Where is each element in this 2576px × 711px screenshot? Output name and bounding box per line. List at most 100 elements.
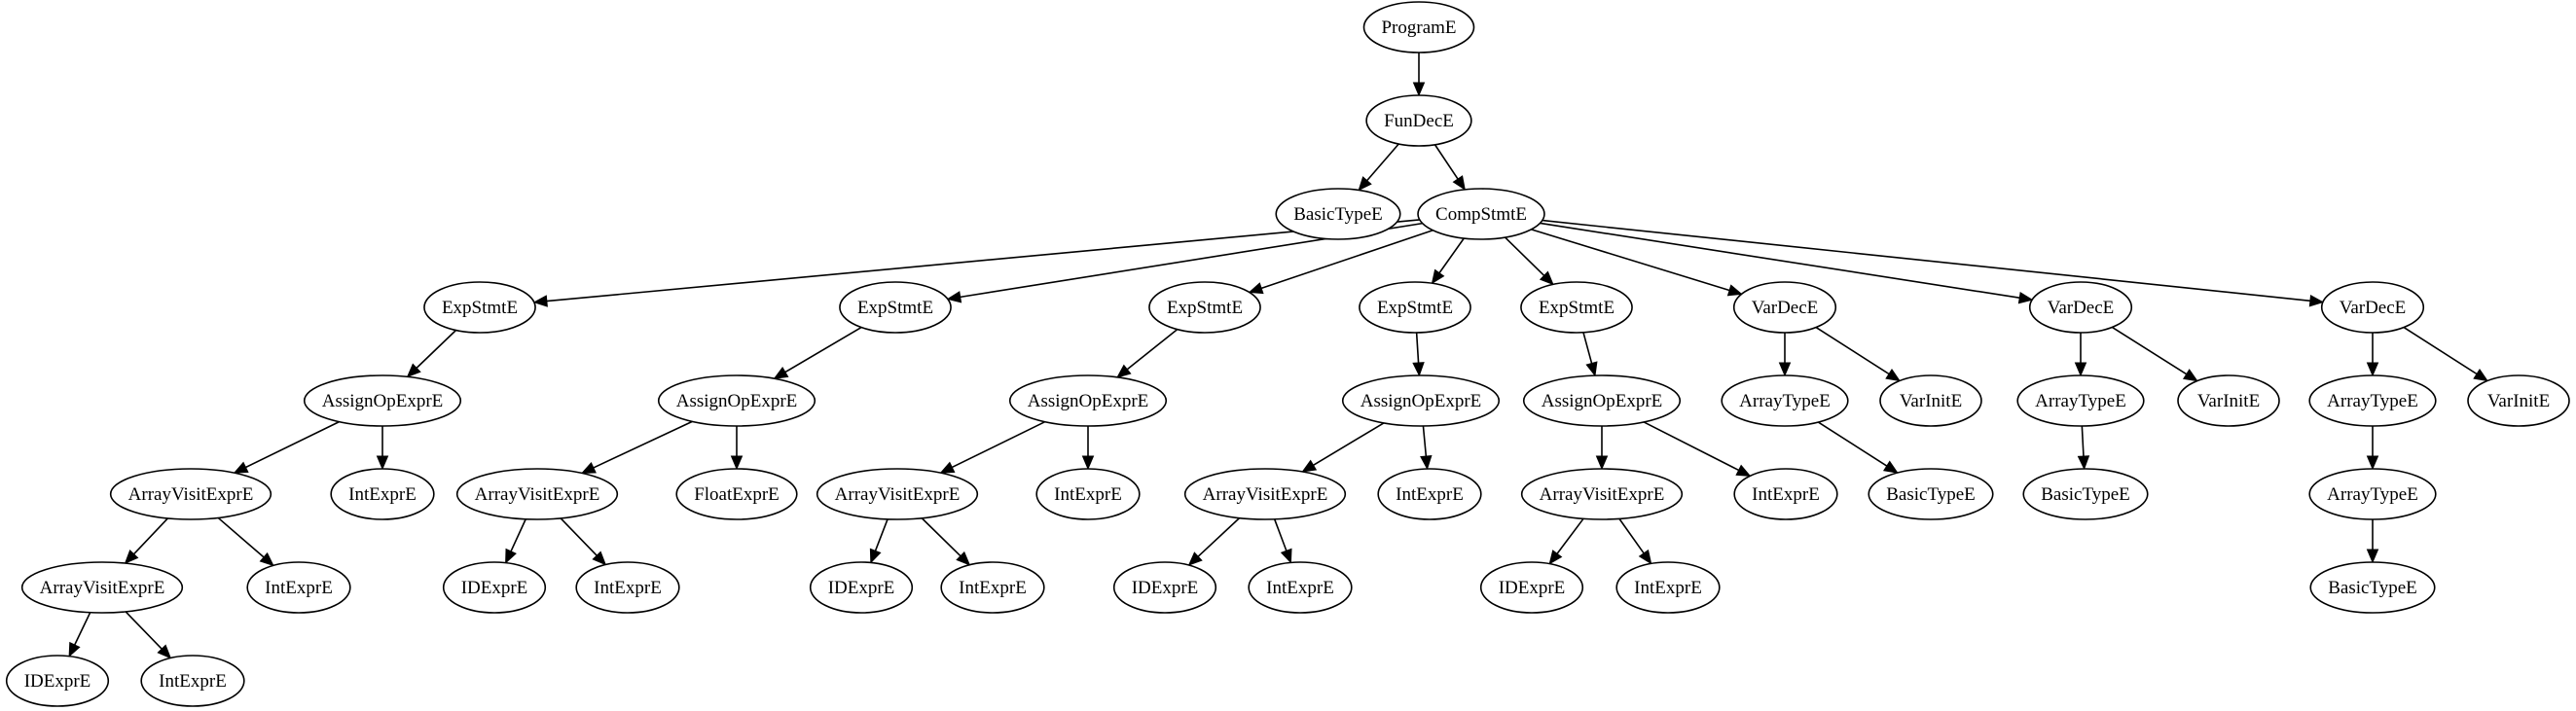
edge-av5-to-int-av5	[1618, 517, 1652, 565]
arrowhead-icon	[1595, 455, 1609, 471]
node-label: ArrayTypeE	[2035, 391, 2126, 411]
edge-line	[1415, 332, 1420, 364]
tree-node-int-av1: IntExprE	[246, 561, 351, 614]
tree-node-id-av4: IDExprE	[1112, 561, 1217, 614]
node-ellipse	[675, 468, 798, 520]
node-label: ExpStmtE	[857, 298, 933, 318]
node-ellipse	[1479, 561, 1584, 614]
arrowhead-icon	[1585, 361, 1598, 377]
tree-node-basictype-at2: BasicTypeE	[2022, 468, 2149, 520]
node-ellipse	[1417, 188, 1545, 240]
edge-arrtype3-to-arrtype3b	[2366, 426, 2379, 471]
node-label: ExpStmtE	[1167, 298, 1243, 318]
node-label: IntExprE	[1054, 484, 1122, 505]
node-label: FloatExprE	[694, 484, 780, 505]
node-ellipse	[1522, 374, 1682, 427]
node-ellipse	[1183, 468, 1347, 520]
node-ellipse	[1377, 468, 1482, 520]
edge-line	[510, 518, 526, 552]
arrowhead-icon	[869, 548, 882, 564]
tree-node-assign3: AssignOpExprE	[1008, 374, 1168, 427]
node-label: ArrayTypeE	[2327, 391, 2418, 411]
node-label: VarDecE	[2048, 298, 2115, 318]
node-ellipse	[1520, 281, 1633, 334]
arrowhead-icon	[2366, 362, 2379, 377]
node-ellipse	[2467, 374, 2570, 427]
node-label: VarInitE	[2487, 391, 2550, 411]
tree-node-arrtype3b: ArrayTypeE	[2308, 468, 2437, 520]
edge-line	[1582, 332, 1593, 364]
arrowhead-icon	[1358, 176, 1372, 192]
node-label: ArrayVisitExprE	[1540, 484, 1665, 505]
arrowhead-icon	[1638, 549, 1652, 565]
node-label: IntExprE	[1752, 484, 1820, 505]
node-label: IDExprE	[1499, 578, 1566, 598]
edge-compstmt-to-vardec1	[1531, 229, 1743, 297]
edge-line	[874, 518, 889, 551]
node-ellipse	[1008, 374, 1168, 427]
tree-node-int-av4: IntExprE	[1248, 561, 1353, 614]
tree-node-arrtype3: ArrayTypeE	[2308, 374, 2437, 427]
node-label: BasicTypeE	[1293, 204, 1383, 225]
edge-av3-to-int-av3	[921, 517, 971, 566]
arrowhead-icon	[1539, 270, 1554, 286]
node-label: AssignOpExprE	[322, 391, 444, 411]
arrowhead-icon	[157, 644, 172, 659]
arrowhead-icon	[1735, 464, 1752, 477]
edge-line	[546, 219, 1420, 302]
node-ellipse	[423, 281, 536, 334]
tree-node-varinit1: VarInitE	[1879, 374, 1982, 427]
edge-compstmt-to-exp4	[1431, 237, 1465, 285]
node-ellipse	[1148, 281, 1261, 334]
arrowhead-icon	[1548, 550, 1563, 565]
node-ellipse	[839, 281, 952, 334]
node-ellipse	[455, 468, 619, 520]
node-label: VarInitE	[2197, 391, 2260, 411]
tree-node-vardec1: VarDecE	[1732, 281, 1837, 334]
edge-assign5-to-int-a5	[1643, 421, 1752, 477]
arrowhead-icon	[532, 295, 548, 307]
arrowhead-icon	[1452, 175, 1466, 191]
node-label: AssignOpExprE	[1361, 391, 1482, 411]
edge-line	[951, 420, 1046, 469]
edge-line	[1433, 144, 1459, 180]
edge-line	[921, 517, 961, 557]
edge-line	[217, 516, 265, 558]
edge-fundec-to-basictype-fn	[1358, 143, 1399, 192]
arrowhead-icon	[376, 455, 389, 471]
edge-exp4-to-assign4	[1412, 332, 1425, 377]
node-label: FunDecE	[1384, 111, 1454, 131]
node-label: IntExprE	[1634, 578, 1702, 598]
node-ellipse	[940, 561, 1045, 614]
edge-vardec3-to-arrtype3	[2366, 333, 2379, 377]
edge-line	[1260, 230, 1433, 290]
arrowhead-icon	[2074, 362, 2087, 377]
edge-assign1-to-int-a1	[376, 426, 389, 471]
edge-av1-to-int-av1	[217, 516, 274, 567]
node-label: VarDecE	[1752, 298, 1819, 318]
tree-node-int-av3: IntExprE	[940, 561, 1045, 614]
tree-node-assign2: AssignOpExprE	[657, 374, 816, 427]
edge-arrtype3b-to-basictype-at3b	[2366, 519, 2379, 564]
node-label: IntExprE	[159, 671, 227, 692]
edge-line	[1643, 421, 1740, 472]
tree-node-exp5: ExpStmtE	[1520, 281, 1633, 334]
node-label: BasicTypeE	[1886, 484, 1976, 505]
edge-line	[1422, 425, 1428, 457]
node-ellipse	[2022, 468, 2149, 520]
tree-node-av1b: ArrayVisitExprE	[20, 561, 184, 614]
tree-node-exp1: ExpStmtE	[423, 281, 536, 334]
arrowhead-icon	[2182, 369, 2198, 382]
node-ellipse	[303, 374, 462, 427]
node-label: IntExprE	[1396, 484, 1464, 505]
edge-exp1-to-assign1	[406, 329, 457, 378]
arrowhead-icon	[1412, 82, 1426, 97]
node-ellipse	[809, 561, 914, 614]
edge-vardec1-to-arrtype1	[1778, 333, 1792, 377]
edge-av2-to-int-av2	[560, 517, 607, 566]
edge-line	[1197, 517, 1241, 557]
arrowhead-icon	[1187, 551, 1203, 566]
tree-node-int-av1b: IntExprE	[140, 655, 245, 707]
